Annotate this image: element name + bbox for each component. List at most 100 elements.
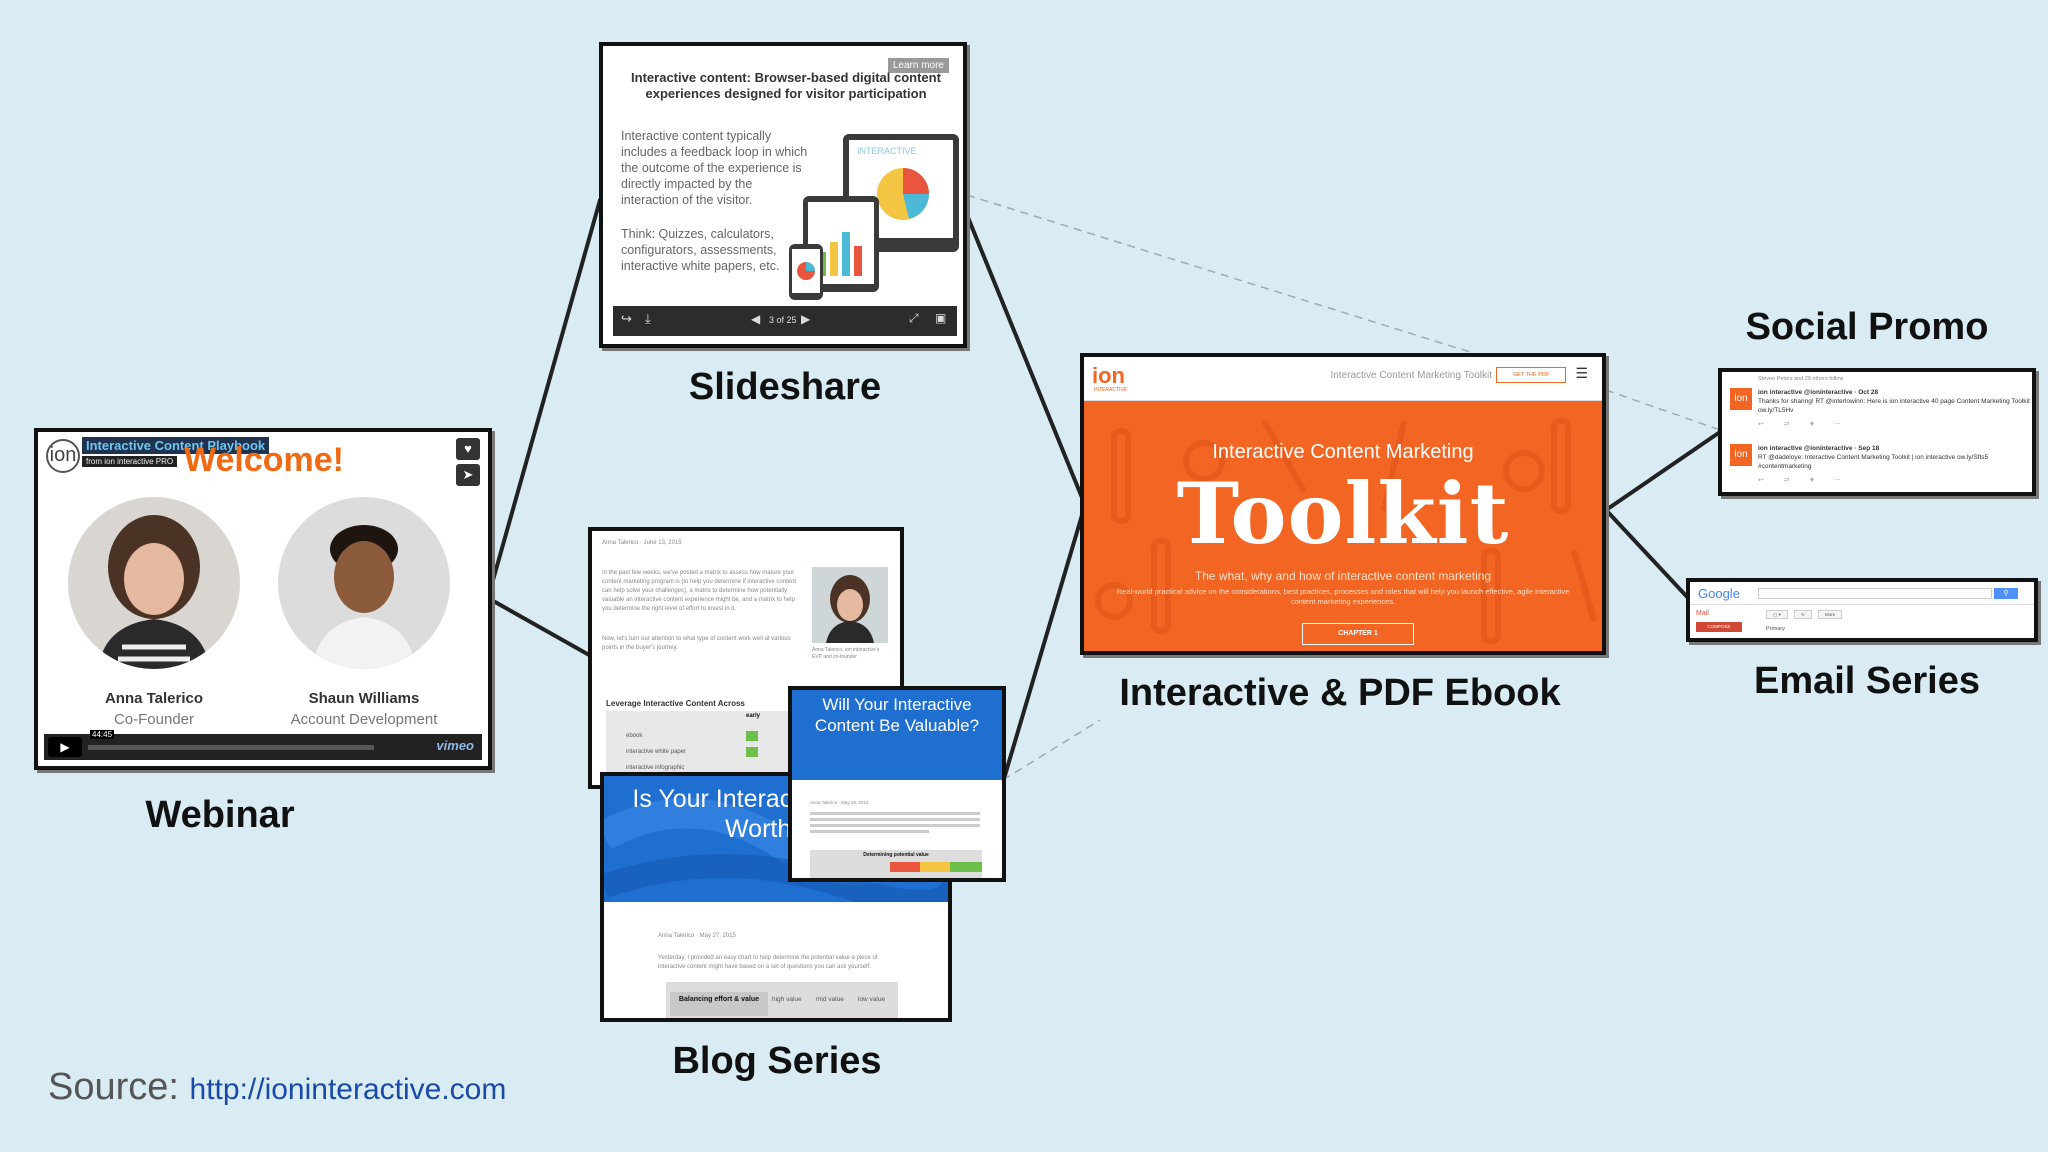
ebook-nav-title: Interactive Content Marketing Toolkit xyxy=(1330,370,1492,381)
ion-avatar: ion xyxy=(1730,444,1752,466)
social-promo-thumbnail[interactable]: Steven Peters and 29 others follow ion i… xyxy=(1718,368,2036,496)
video-progress-bar[interactable] xyxy=(88,745,374,750)
caption-social: Social Promo xyxy=(1745,306,1989,348)
ebook-title-small: Interactive Content Marketing xyxy=(1212,441,1474,463)
slide-counter: 3 of 25 xyxy=(769,315,797,325)
tweet-1-user: ion interactive @ioninteractive · Oct 28 xyxy=(1758,389,1879,396)
slide-title: Interactive content: Browser-based digit… xyxy=(631,70,941,101)
dashed-ebook-social xyxy=(1605,389,1721,431)
webinar-thumbnail[interactable]: ion Interactive Content Playbook from io… xyxy=(34,428,492,770)
blog1-body-2: Now, let's turn our attention to what ty… xyxy=(602,636,791,651)
mail-label[interactable]: Mail xyxy=(1696,610,1709,617)
share-icon[interactable]: ↪ xyxy=(621,311,632,326)
ion-logo: ion xyxy=(1092,363,1125,388)
ion-logo-sub: INTERACTIVE xyxy=(1094,387,1128,393)
get-pdf-button[interactable]: GET THE PDF xyxy=(1496,367,1566,383)
social-follow-header: Steven Peters and 29 others follow xyxy=(1758,376,1844,382)
gmail-search-input[interactable] xyxy=(1758,588,1992,599)
blog2-table: Balancing effort & value high value mid … xyxy=(666,982,898,1018)
webinar-from: from ion interactive PRO xyxy=(82,456,178,467)
presenter-photo-shaun xyxy=(278,497,450,669)
caption-webinar: Webinar xyxy=(145,794,295,836)
caption-ebook: Interactive & PDF Ebook xyxy=(1119,672,1561,714)
presenter-name-2: Shaun Williams xyxy=(308,690,420,707)
google-logo: Google xyxy=(1698,586,1740,601)
blog3-table: Determining potential value xyxy=(810,850,982,878)
connector-slideshare-ebook xyxy=(965,213,1087,507)
ion-avatar: ion xyxy=(1730,388,1752,410)
ebook-description: Real-world practical advice on the consi… xyxy=(1116,587,1570,606)
device-label: INTERACTIVE xyxy=(857,146,917,156)
webinar-banner: Interactive Content Playbook xyxy=(82,437,270,454)
video-controls: ▶ 44:45 vimeo xyxy=(44,730,482,760)
ebook-title-big: Toolkit xyxy=(1176,464,1510,563)
tweet-1-actions[interactable]: ↩⇄♥⋯ xyxy=(1758,421,1861,428)
blog1-row-3: interactive infographic xyxy=(626,765,685,771)
blog1-body: In the past few weeks, we've posted a ma… xyxy=(602,570,797,612)
blog3-table-title: Determining potential value xyxy=(863,852,929,858)
ebook-hero: Interactive Content Marketing Toolkit Th… xyxy=(1084,401,1602,651)
ebook-header: ion INTERACTIVE Interactive Content Mark… xyxy=(1084,357,1602,401)
connector-blog-ebook xyxy=(1001,503,1087,784)
blog2-table-col-3: low value xyxy=(858,996,886,1003)
download-icon[interactable]: ⤓ xyxy=(645,311,651,326)
send-icon[interactable]: ➤ xyxy=(456,464,480,486)
heart-icon[interactable]: ♥ xyxy=(456,438,480,460)
blog3-heading: Will Your Interactive Content Be Valuabl… xyxy=(814,695,980,735)
dashed-slideshare-ebook xyxy=(966,194,1471,353)
google-logo-text: Google xyxy=(1698,586,1740,601)
slide-controls: ↪ ⤓ ◀ 3 of 25 ▶ ⤢ ▣ xyxy=(613,306,957,336)
tweet-2-text: RT @dadeloye: Interactive Content Market… xyxy=(1758,454,1989,470)
next-slide-icon[interactable]: ▶ xyxy=(801,312,811,326)
blog2-byline: Anna Talerico · May 27, 2015 xyxy=(658,933,736,939)
tools-background-pattern xyxy=(1095,418,1597,644)
presenter-avatar-anna xyxy=(68,497,240,669)
previous-slide-icon[interactable]: ◀ xyxy=(751,312,761,326)
blog1-author-photo xyxy=(812,567,888,643)
blog2-body: Yesterday, I provided an easy chart to h… xyxy=(658,955,878,970)
caption-email: Email Series xyxy=(1753,660,1981,702)
dashed-blog-ebook xyxy=(1002,719,1101,781)
ebook-tagline: The what, why and how of interactive con… xyxy=(1194,569,1492,583)
blog1-row-2: interactive white paper xyxy=(626,749,687,755)
blog2-table-col-2: mid value xyxy=(816,996,844,1003)
presenter-name-1: Anna Talerico xyxy=(104,690,204,707)
search-icon[interactable]: ⚲ xyxy=(1994,588,2018,599)
source-link[interactable]: http://ioninteractive.com xyxy=(189,1073,507,1106)
blog2-table-col-1: high value xyxy=(772,996,802,1003)
refresh-icon[interactable]: ↻ xyxy=(1794,610,1812,619)
connector-webinar-slideshare xyxy=(486,198,602,600)
webinar-welcome: Welcome! xyxy=(184,441,344,479)
caption-slideshare: Slideshare xyxy=(688,366,882,408)
more-button[interactable]: More xyxy=(1818,610,1842,619)
chapter-button[interactable]: CHAPTER 1 xyxy=(1302,623,1414,645)
presenter-photo-anna xyxy=(68,497,240,669)
menu-icon[interactable]: ☰ xyxy=(1575,365,1588,381)
pie-chart-icon xyxy=(877,168,929,220)
blog-post-3[interactable]: Will Your Interactive Content Be Valuabl… xyxy=(788,686,1006,882)
primary-tab[interactable]: Primary xyxy=(1766,626,1785,632)
video-time: 44:45 xyxy=(90,730,115,739)
caption-blog: Blog Series xyxy=(672,1040,882,1082)
slideshare-thumbnail[interactable]: Learn more Interactive content: Browser-… xyxy=(599,42,967,348)
tweet-1-text: Thanks for sharing! RT @interlowinn: Her… xyxy=(1758,398,2030,414)
slide-paragraph-1: Interactive content typically includes a… xyxy=(621,129,808,207)
compose-button[interactable]: COMPOSE xyxy=(1696,622,1742,632)
learn-more-button[interactable]: Learn more xyxy=(887,58,949,73)
tweet-2-user: ion interactive @ioninteractive · Sep 18 xyxy=(1758,445,1880,452)
monitor-device: INTERACTIVE xyxy=(843,134,959,252)
blog2-table-title: Balancing effort & value xyxy=(670,992,768,1016)
linkedin-icon[interactable]: ▣ xyxy=(935,311,947,325)
connector-ebook-social xyxy=(1604,430,1722,512)
tweet-2-actions[interactable]: ↩⇄♥⋯ xyxy=(1758,477,1861,484)
email-series-thumbnail[interactable]: Google ⚲ Mail COMPOSE ▢ ▾ ↻ More Primary xyxy=(1686,578,2038,642)
fullscreen-icon[interactable]: ⤢ xyxy=(909,311,919,325)
vimeo-logo[interactable]: vimeo xyxy=(436,738,474,753)
ebook-thumbnail[interactable]: ion INTERACTIVE Interactive Content Mark… xyxy=(1080,353,1606,655)
blog1-table-title: Leverage Interactive Content Across xyxy=(606,699,745,708)
source-label: Source: xyxy=(48,1066,179,1108)
blog1-row-1: ebook xyxy=(626,733,643,739)
play-icon[interactable]: ▶ xyxy=(48,737,82,757)
ion-logo: ion xyxy=(46,439,80,473)
select-checkbox[interactable]: ▢ ▾ xyxy=(1766,610,1788,619)
